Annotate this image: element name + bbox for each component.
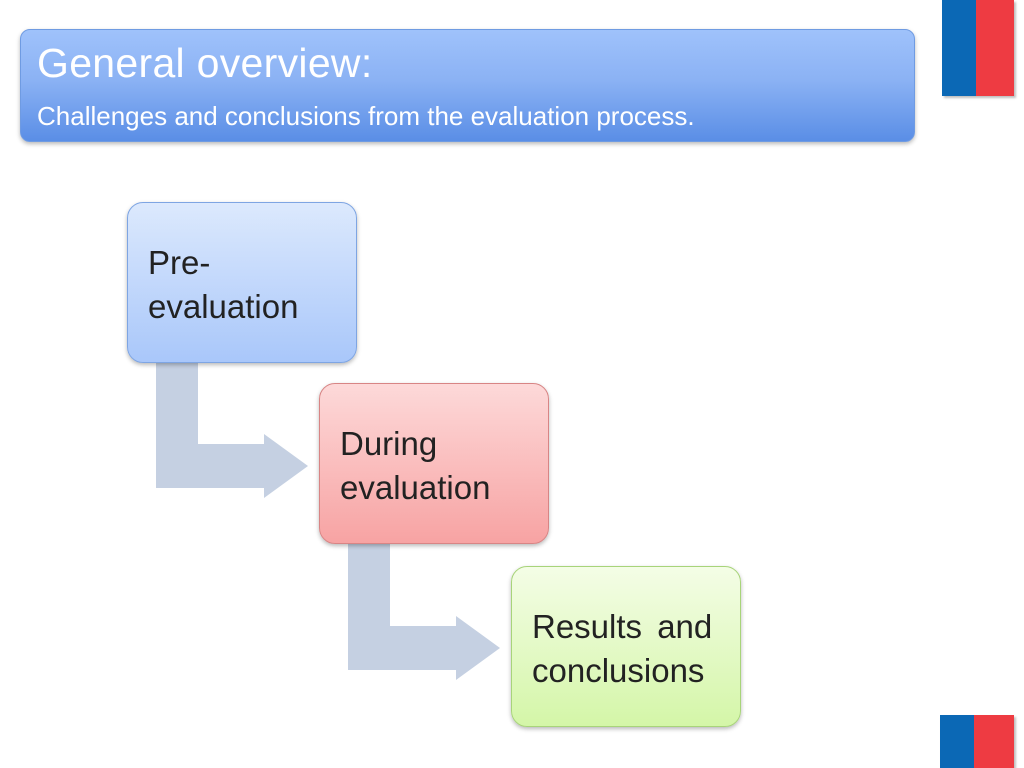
step-label: During [340, 425, 438, 462]
step-label: conclusions [532, 652, 705, 689]
step-label: Pre- [148, 244, 211, 281]
flag-icon [940, 715, 1014, 768]
bent-arrow-shape [348, 542, 500, 680]
bent-arrow-shape [156, 360, 308, 498]
page-subtitle: Challenges and conclusions from the eval… [37, 101, 695, 131]
step-label: evaluation [148, 288, 299, 325]
step-pre-evaluation: Pre- evaluation [127, 202, 357, 363]
step-during-evaluation: During evaluation [319, 383, 549, 544]
step-label: evaluation [340, 469, 491, 506]
bent-arrow-2 [348, 542, 500, 680]
bent-arrow-1 [156, 360, 308, 498]
step-label: Results and [532, 608, 713, 645]
page-title: General overview: [37, 40, 373, 86]
header-banner: General overview: Challenges and conclus… [20, 29, 915, 142]
step-results-and-conclusions: Results and conclusions [511, 566, 741, 727]
flag-icon [942, 0, 1014, 96]
